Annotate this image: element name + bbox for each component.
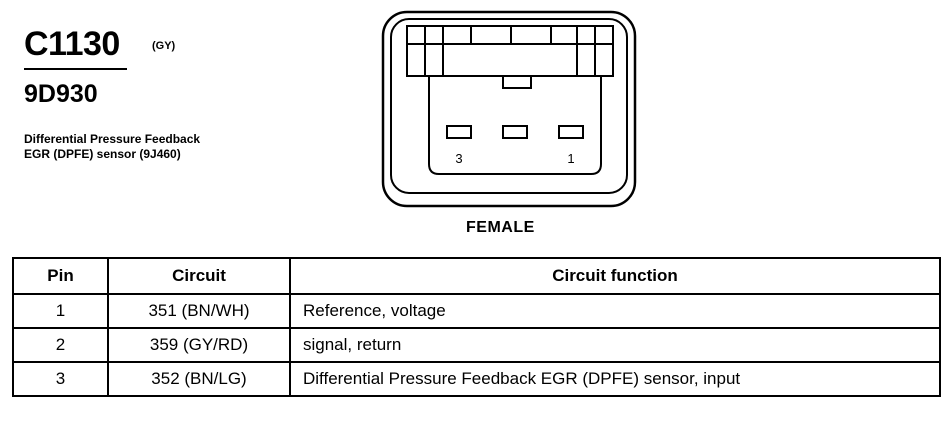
cell-circuit: 352 (BN/LG) <box>107 361 291 397</box>
connector-outer-shell <box>381 10 637 208</box>
table-row: 3 352 (BN/LG) Differential Pressure Feed… <box>12 361 941 397</box>
cell-function: Reference, voltage <box>289 293 941 329</box>
pin-label-1: 1 <box>567 151 574 166</box>
connector-color-code: (GY) <box>152 40 176 52</box>
cell-circuit: 359 (GY/RD) <box>107 327 291 363</box>
cavity-housing <box>428 76 602 175</box>
connector-face-diagram: 3 1 <box>381 10 637 208</box>
pin-cavity-3 <box>446 125 472 139</box>
description-line-1: Differential Pressure Feedback <box>24 132 201 146</box>
component-description: Differential Pressure Feedback EGR (DPFE… <box>24 132 324 162</box>
cell-pin: 2 <box>12 327 109 363</box>
connector-inner-shell <box>390 18 628 194</box>
title-underline <box>24 68 127 70</box>
cell-function: Differential Pressure Feedback EGR (DPFE… <box>289 361 941 397</box>
part-number: 9D930 <box>24 80 98 108</box>
pinout-table: Pin Circuit Circuit function 1 351 (BN/W… <box>12 257 941 397</box>
table-row: 2 359 (GY/RD) signal, return <box>12 327 941 363</box>
table-header-row: Pin Circuit Circuit function <box>12 257 941 295</box>
connector-gender-label: FEMALE <box>466 219 535 236</box>
connector-id: C1130 <box>24 25 120 63</box>
key-tab <box>502 75 532 89</box>
description-line-2: EGR (DPFE) sensor (9J460) <box>24 147 181 161</box>
pin-label-3: 3 <box>455 151 462 166</box>
pin-cavity-2 <box>502 125 528 139</box>
table-row: 1 351 (BN/WH) Reference, voltage <box>12 293 941 329</box>
cell-pin: 3 <box>12 361 109 397</box>
cell-function: signal, return <box>289 327 941 363</box>
cell-circuit: 351 (BN/WH) <box>107 293 291 329</box>
header-circuit: Circuit <box>107 257 291 295</box>
header-circuit-function: Circuit function <box>289 257 941 295</box>
cell-pin: 1 <box>12 293 109 329</box>
pin-cavity-1 <box>558 125 584 139</box>
header-pin: Pin <box>12 257 109 295</box>
